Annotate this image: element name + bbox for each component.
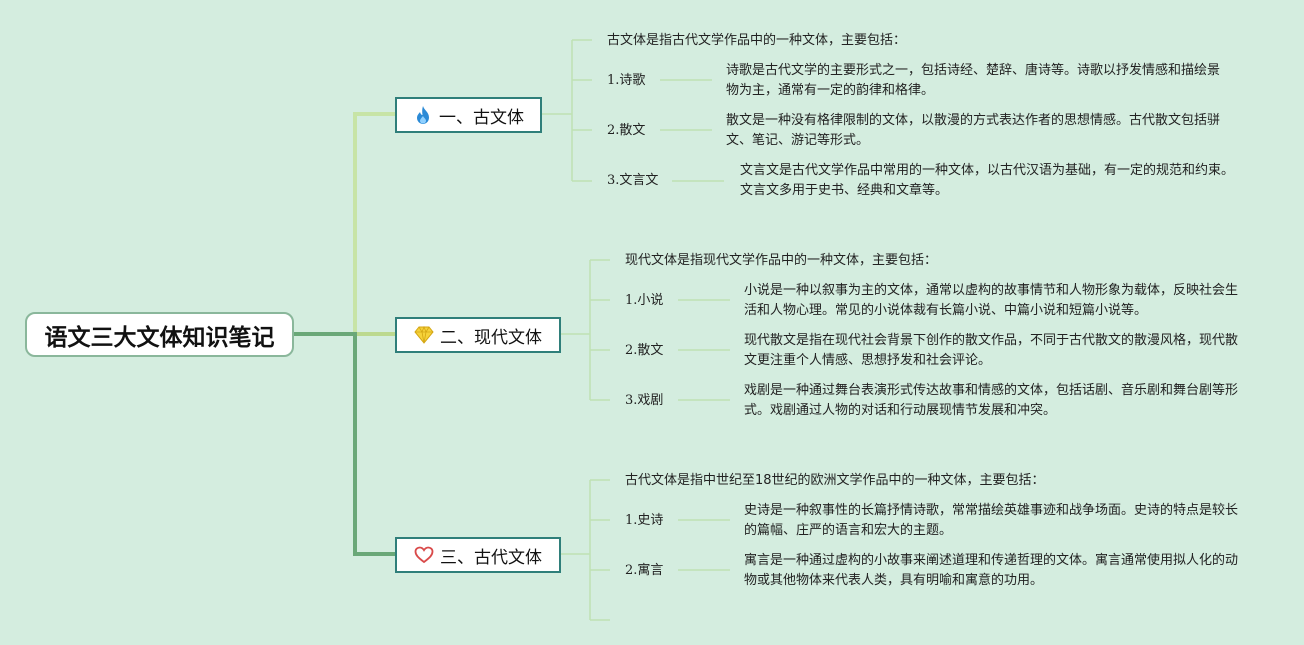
- root-title: 语文三大文体知识笔记: [44, 324, 275, 351]
- branch-3-item-2-label[interactable]: 2.寓言: [625, 563, 664, 578]
- branch-label: 一、古文体: [439, 107, 524, 128]
- branch-3-item-2-desc: 寓言是一种通过虚构的小故事来阐述道理和传递哲理的文体。寓言通常使用拟人化的动物或…: [744, 553, 1239, 588]
- connector-branch-3-bracket: [560, 480, 591, 620]
- connector-root-branch-1: [294, 112, 396, 336]
- branch-1-item-2-desc: 散文是一种没有格律限制的文体，以散漫的方式表达作者的思想情感。古代散文包括骈文、…: [726, 113, 1221, 148]
- branch-2-intro: 现代文体是指现代文学作品中的一种文体，主要包括：: [625, 253, 938, 268]
- branch-2-item-2-desc: 现代散文是指在现代社会背景下创作的散文作品，不同于古代散文的散漫风格，现代散文更…: [744, 333, 1239, 368]
- branch-2-item-3-label[interactable]: 3.戏剧: [625, 393, 664, 408]
- branch-3-intro: 古代文体是指中世纪至18世纪的欧洲文学作品中的一种文体，主要包括：: [625, 473, 1045, 488]
- branch-label: 二、现代文体: [440, 327, 542, 348]
- branch-2-item-2-label[interactable]: 2.散文: [625, 343, 664, 358]
- diamond-icon: [414, 325, 434, 345]
- branch-1-item-3-label[interactable]: 3.文言文: [607, 173, 659, 188]
- branch-2-item-1-desc: 小说是一种以叙事为主的文体，通常以虚构的故事情节和人物形象为载体，反映社会生活和…: [744, 283, 1239, 318]
- branch-node-ancient-prose[interactable]: 一、古文体: [395, 97, 542, 133]
- heart-icon: [414, 545, 434, 565]
- branch-node-classical-european[interactable]: 三、古代文体: [395, 537, 561, 573]
- branch-2-item-3-desc: 戏剧是一种通过舞台表演形式传达故事和情感的文体，包括话剧、音乐剧和舞台剧等形式。…: [744, 383, 1239, 418]
- branch-1-item-3-desc: 文言文是古代文学作品中常用的一种文体，以古代汉语为基础，有一定的规范和约束。文言…: [740, 163, 1235, 198]
- branch-2-item-1-label[interactable]: 1.小说: [625, 293, 664, 308]
- branch-1-item-2-label[interactable]: 2.散文: [607, 123, 646, 138]
- branch-1-item-1-label[interactable]: 1.诗歌: [607, 73, 646, 88]
- root-node[interactable]: 语文三大文体知识笔记: [25, 312, 294, 357]
- connector-branch-2-bracket: [560, 260, 591, 400]
- connector-root-branch-3: [294, 332, 396, 556]
- branch-1-item-1-desc: 诗歌是古代文学的主要形式之一，包括诗经、楚辞、唐诗等。诗歌以抒发情感和描绘景物为…: [726, 63, 1221, 98]
- branch-3-item-1-desc: 史诗是一种叙事性的长篇抒情诗歌，常常描绘英雄事迹和战争场面。史诗的特点是较长的篇…: [744, 503, 1239, 538]
- branch-node-modern-prose[interactable]: 二、现代文体: [395, 317, 561, 353]
- branch-1-intro: 古文体是指古代文学作品中的一种文体，主要包括：: [607, 33, 907, 48]
- branch-label: 三、古代文体: [440, 547, 542, 568]
- fire-icon: [413, 105, 433, 125]
- branch-3-item-1-label[interactable]: 1.史诗: [625, 513, 664, 528]
- connector-branch-1-bracket: [541, 40, 573, 181]
